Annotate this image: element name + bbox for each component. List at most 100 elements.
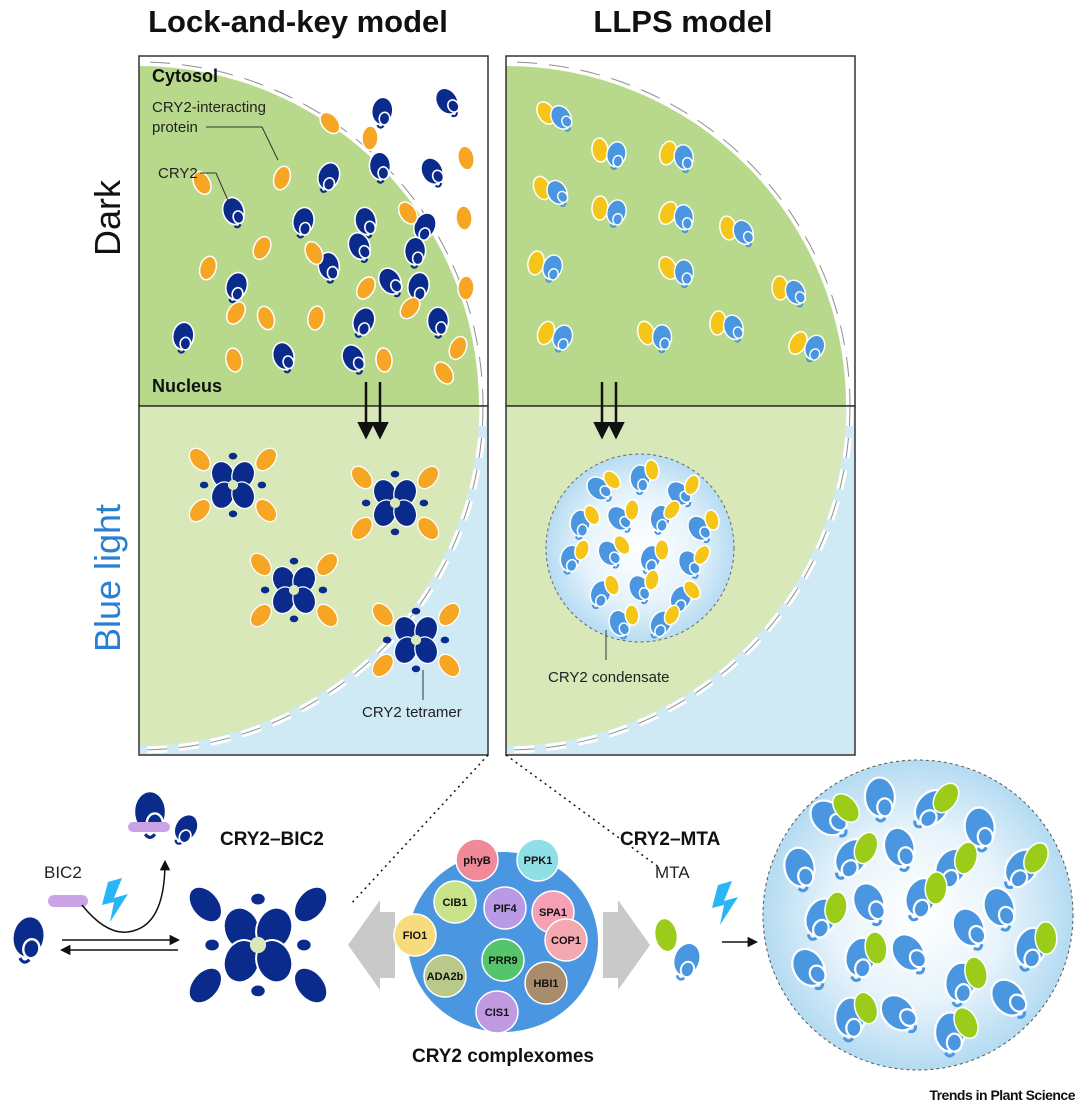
cry2-pair: [527, 250, 564, 283]
partner-protein: [252, 235, 272, 261]
right-gray-arrow: [603, 900, 650, 990]
partner-protein: [433, 361, 455, 385]
cry2-monomer: [11, 914, 46, 964]
partner-protein: [455, 205, 473, 231]
cry2-leader: [200, 172, 231, 206]
partner-protein: [658, 255, 678, 281]
partner-protein: [375, 347, 393, 373]
cry2-molecule: [420, 157, 445, 188]
cry2-bic2-label: CRY2–BIC2: [220, 829, 324, 850]
cry2-molecule: [225, 271, 249, 304]
cry2-pair: [658, 255, 695, 289]
cry2-tetramer: [249, 552, 339, 628]
bic2-protein: [48, 895, 88, 907]
llps-title: LLPS model: [593, 4, 772, 39]
complexome-node-label: ADA2b: [427, 971, 464, 983]
cry2-molecule: [732, 219, 755, 248]
cry2-tetramer-large: [187, 885, 329, 1005]
blue-light-bolt-icon-2: [712, 881, 738, 925]
cry2-mta-condensate-molecules: [783, 776, 1058, 1058]
cry2-molecule: [377, 267, 403, 298]
partner-protein: [663, 604, 681, 626]
partner-protein: [399, 296, 421, 320]
interacting-protein-label: CRY2-interacting: [152, 99, 266, 116]
partner-protein: [591, 195, 609, 221]
cry2-bic2-section: BIC2 CRY2–BIC2: [11, 789, 329, 1005]
cry2-molecule: [221, 196, 245, 229]
complexome-node-fio1: [393, 913, 437, 957]
cry2-tetramer: [371, 602, 461, 678]
bic2-label: BIC2: [44, 863, 82, 882]
partner-protein: [1023, 842, 1049, 874]
partner-protein: [704, 509, 720, 531]
cry2-pair: [658, 140, 695, 174]
complexome-node-cop1: [544, 918, 588, 962]
cry2-pair: [536, 101, 573, 132]
cry2-molecule: [542, 254, 564, 283]
cry2-molecule: [1014, 926, 1048, 972]
partner-protein: [864, 931, 888, 965]
complexomes-label: CRY2 complexomes: [412, 1046, 594, 1067]
partner-protein: [457, 145, 475, 171]
partner-protein: [256, 305, 276, 331]
blue-light-row-label: Blue light: [87, 504, 128, 652]
condensate-label: CRY2 condensate: [548, 669, 669, 686]
partner-protein: [225, 347, 243, 373]
panel-light-lock-and-key: CRY2 tetramer: [138, 405, 489, 756]
cry2-molecule: [783, 846, 816, 893]
cry2-molecule: [606, 141, 627, 171]
cry2-label: CRY2: [158, 165, 198, 182]
lock-and-key-title: Lock-and-key model: [148, 4, 448, 39]
cry2-molecule: [317, 251, 341, 284]
cry2-molecule: [370, 96, 394, 129]
cry2-pair: [591, 195, 627, 228]
panel-dark-lock-and-key: Cytosol Nucleus CRY2-interacting protein…: [138, 55, 489, 407]
dark-row-label: Dark: [87, 179, 128, 256]
left-gray-arrow: [348, 900, 395, 990]
cry2-pair: [532, 175, 569, 208]
complexome-node-label: FIO1: [403, 930, 427, 942]
cry2-molecule: [426, 306, 450, 339]
cry2-molecule: [606, 505, 632, 533]
partner-protein: [644, 459, 660, 481]
cry2-molecule: [649, 504, 672, 535]
zoom-line-right: [505, 754, 661, 869]
cry2-molecule: [352, 307, 376, 338]
cry2-molecule: [673, 144, 695, 174]
complexome-node-label: PIF4: [493, 903, 517, 915]
partner-protein: [932, 782, 960, 814]
complexome-node-cis1: [475, 990, 519, 1034]
complexome-node-ada2b: [423, 954, 467, 998]
cry2-molecule: [271, 341, 295, 374]
complexome-node-hbi1: [524, 961, 568, 1005]
complexome-node-ppk1: [516, 838, 560, 882]
condensate-molecules: [559, 459, 720, 640]
complexome-node-label: CIS1: [485, 1007, 509, 1019]
cry2-molecule: [347, 231, 371, 264]
partner-protein: [613, 534, 631, 556]
cry2-molecule: [951, 907, 987, 951]
partner-protein: [397, 201, 419, 225]
cry2-molecule: [852, 882, 886, 927]
cry2-molecule: [982, 886, 1016, 932]
partner-protein: [319, 111, 341, 135]
cytosol-label: Cytosol: [152, 66, 218, 86]
cry2-molecule: [546, 179, 569, 208]
partner-protein: [964, 956, 988, 990]
cry2-pair: [636, 320, 673, 354]
bic2-bound: [128, 822, 170, 832]
partner-protein: [824, 891, 848, 925]
complexome-node-label: phyB: [463, 855, 491, 867]
complexome-node-pif4: [483, 886, 527, 930]
cry2-tetramers: [188, 447, 461, 678]
cry2-pair: [591, 137, 627, 171]
cry2-molecule: [606, 199, 627, 228]
partner-protein: [683, 580, 701, 600]
cry2-molecule: [11, 914, 46, 964]
cry2-molecule: [963, 806, 996, 853]
cry2-bic2-complex: [128, 789, 199, 845]
tetramer-label: CRY2 tetramer: [362, 704, 462, 721]
partner-protein: [272, 165, 292, 191]
partner-protein: [624, 499, 640, 521]
